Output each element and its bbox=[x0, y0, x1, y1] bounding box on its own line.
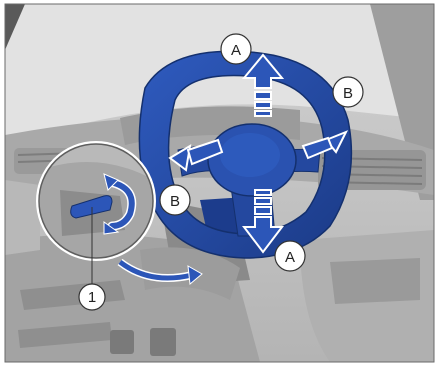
callout-a-top-label: A bbox=[231, 42, 241, 59]
callout-a-bottom-label: A bbox=[285, 249, 295, 266]
callout-b-right: B bbox=[333, 77, 363, 107]
lever-magnifier bbox=[38, 143, 154, 259]
callout-a-bottom: A bbox=[275, 241, 305, 271]
callout-b-right-label: B bbox=[343, 85, 353, 102]
callout-b-left-label: B bbox=[170, 193, 180, 210]
callout-b-left: B bbox=[160, 185, 190, 215]
callout-a-top: A bbox=[221, 34, 251, 64]
callout-lever-label: 1 bbox=[88, 289, 96, 306]
callout-lever: 1 bbox=[79, 284, 105, 310]
